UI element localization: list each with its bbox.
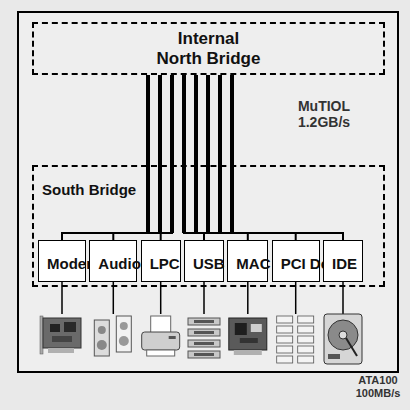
bus-connector (208, 75, 296, 240)
controller-label: Modem (47, 255, 89, 272)
controller-label: MAC (236, 255, 270, 272)
controller-box: IDE (323, 240, 363, 282)
speaker-icon (94, 316, 131, 356)
controller-label: USB (193, 255, 225, 272)
interface-speed-label: ATA100 100MB/s (350, 374, 406, 399)
bus-connector (62, 75, 148, 240)
controller-box: USB (184, 240, 224, 282)
controller-label: Audio (98, 255, 140, 272)
controller-box: PCI Device (272, 240, 320, 282)
bus-speed-label: MuTIOL 1.2GB/s (286, 98, 362, 130)
controller-box: MAC (227, 240, 268, 282)
region-title: Internal North Bridge (155, 29, 262, 68)
modem-card-icon (40, 316, 81, 354)
controller-label: IDE (332, 255, 357, 272)
controller-label: LPC (150, 255, 180, 272)
south-bridge-region: South BridgeModem Audio LPC USB MAC PCI Devic… (32, 165, 385, 287)
bus-connector (113, 75, 160, 240)
bus-connector (161, 75, 172, 240)
network-card-icon (229, 318, 267, 355)
bus-connector (184, 75, 204, 240)
controller-label: PCI Device (281, 255, 323, 272)
hard-disk-icon (324, 314, 362, 364)
bus-connector (196, 75, 248, 240)
memory-modules-icon (277, 316, 314, 363)
north-bridge-region: Internal North Bridge (32, 22, 385, 75)
region-title: South Bridge (42, 181, 136, 198)
chipset-outline (18, 12, 398, 372)
controller-box: Modem (38, 240, 86, 282)
usb-ports-icon (188, 318, 220, 358)
controller-box: Audio (89, 240, 137, 282)
printer-icon (142, 316, 180, 356)
controller-box: LPC (141, 240, 181, 282)
